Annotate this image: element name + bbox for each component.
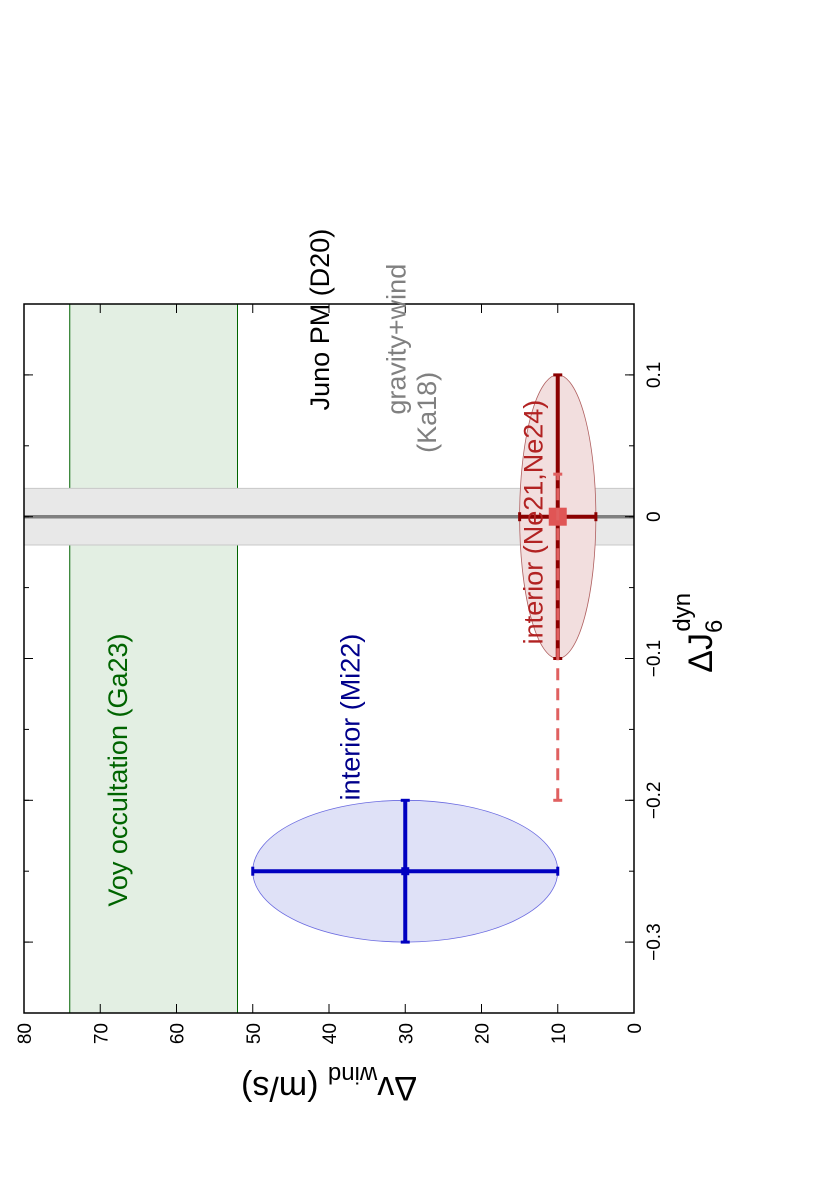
y-tick-label: 0 (625, 1023, 646, 1034)
y-tick-label: 40 (320, 1023, 341, 1044)
y-tick-label: 70 (91, 1023, 112, 1044)
x-axis-label-sup: dyn (669, 593, 696, 632)
x-axis-label: ΔJ6 dyn (669, 593, 728, 673)
ticks-layer: −0.3 −0.2 −0.1 0 0.1 0 10 20 30 40 50 60 70 80 (15, 303, 665, 1044)
annotation-1: interior (Mi22) (336, 634, 366, 801)
annotation-3: Juno PM (D20) (305, 229, 335, 411)
y-tick-label: 80 (15, 1023, 36, 1044)
band-y-0 (69, 304, 238, 1013)
x-axis-label-main: ΔJ (682, 633, 720, 673)
y-tick-label: 50 (244, 1023, 265, 1044)
y-axis-label-unit: (m/s) (241, 1069, 328, 1107)
bands-layer (24, 304, 634, 1013)
annotation-4: gravity+wind (381, 264, 411, 415)
x-tick-label: 0.1 (644, 362, 665, 388)
annotations-layer: Voy occultation (Ga23) interior (Mi22) int… (103, 229, 549, 907)
series-2 (553, 472, 563, 802)
x-tick-label: −0.1 (644, 640, 665, 678)
x-tick-label: −0.2 (644, 782, 665, 820)
y-axis-label: Δvwind (m/s) (241, 1061, 417, 1107)
annotation-2: interior (Ne21,Ne24) (519, 400, 549, 645)
annotation-0: Voy occultation (Ga23) (103, 633, 133, 906)
x-tick-label: −0.3 (644, 923, 665, 961)
y-tick-label: 60 (168, 1023, 189, 1044)
rotated-plot-group: −0.3 −0.2 −0.1 0 0.1 0 10 20 30 40 50 60 70 80 Voy oc… (15, 229, 728, 1107)
series-layer (251, 373, 598, 944)
y-axis-label-sub: wind (328, 1061, 378, 1088)
y-tick-label: 20 (473, 1023, 494, 1044)
x-tick-label: 0 (644, 511, 665, 522)
point-marker (401, 867, 410, 876)
series-0 (251, 798, 560, 944)
y-axis-label-main: Δv (377, 1069, 417, 1107)
annotation-5: (Ka18) (412, 372, 442, 453)
y-tick-label: 10 (549, 1023, 570, 1044)
x-axis-label-sub: 6 (701, 620, 728, 633)
y-tick-label: 30 (396, 1023, 417, 1044)
